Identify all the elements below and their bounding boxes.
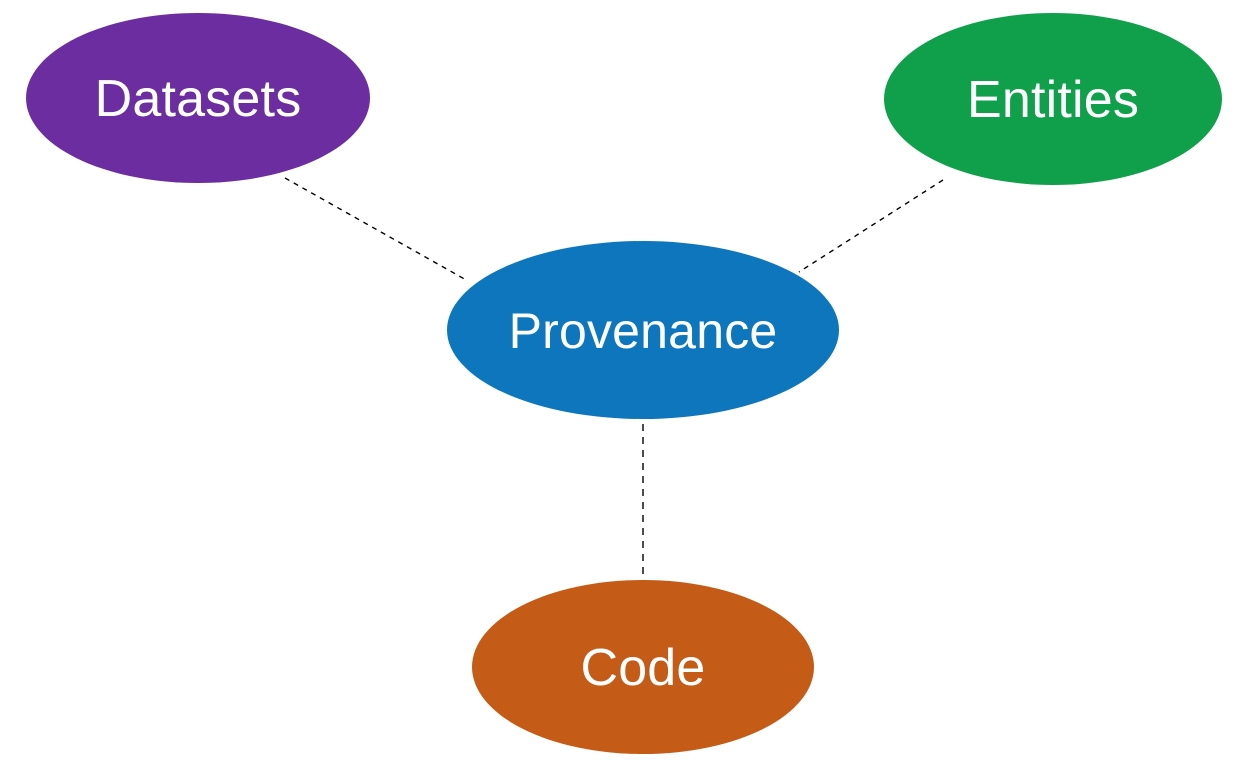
node-datasets-ellipse[interactable] [26, 13, 370, 183]
node-entities-ellipse[interactable] [884, 13, 1222, 185]
node-code-ellipse[interactable] [472, 580, 814, 754]
edge-entities-provenance [798, 179, 944, 273]
node-entities-label: Entities [967, 71, 1139, 129]
node-provenance-label: Provenance [509, 303, 778, 359]
node-datasets[interactable]: Datasets [26, 13, 370, 183]
node-entities[interactable]: Entities [884, 13, 1222, 185]
node-code[interactable]: Code [472, 580, 814, 754]
node-group: Datasets Entities Provenance Code [26, 13, 1222, 754]
edge-group [284, 177, 944, 581]
node-provenance-ellipse[interactable] [447, 241, 839, 419]
node-code-label: Code [580, 639, 705, 697]
edge-datasets-provenance [284, 177, 469, 282]
node-provenance[interactable]: Provenance [447, 241, 839, 419]
node-datasets-label: Datasets [95, 70, 302, 128]
